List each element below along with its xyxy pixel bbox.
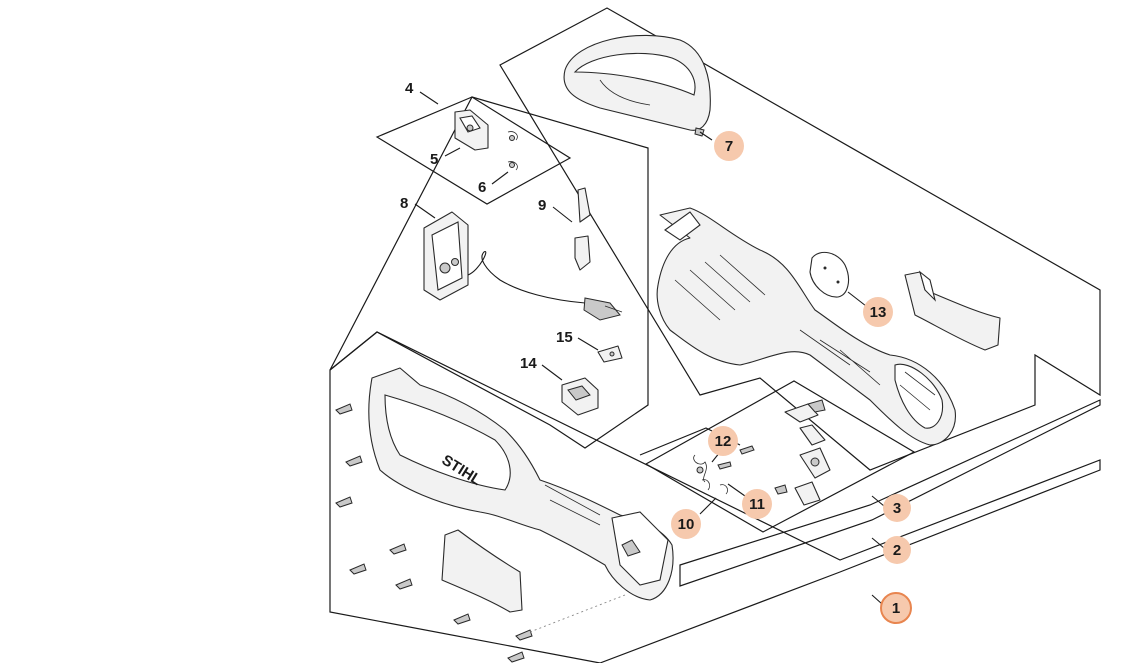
lower-housing-part-1: STIHL: [368, 367, 674, 601]
label-15: 15: [556, 329, 573, 346]
frame-assembly-2b: [679, 399, 1101, 587]
badge-3: 3: [883, 494, 911, 522]
screws: [335, 403, 626, 663]
cover-part-7: [563, 34, 711, 137]
badge-2-text: 2: [893, 542, 901, 559]
badge-13: 13: [863, 297, 893, 327]
frame-assembly-3: [499, 7, 1101, 471]
badge-1-text: 1: [892, 600, 900, 617]
lever-parts: [774, 399, 831, 506]
housing-part-13: [656, 207, 956, 446]
badge-3-text: 3: [893, 500, 901, 517]
electronics-part-8: [423, 211, 623, 321]
switch-part-14: [561, 377, 599, 416]
badge-11: 11: [742, 489, 772, 519]
frame-left-column: [329, 96, 649, 449]
frame-assembly-10: [644, 380, 916, 533]
small-parts-10: [693, 445, 755, 495]
badge-10-text: 10: [678, 516, 695, 533]
label-14: 14: [520, 355, 537, 372]
spring-part-9: [574, 187, 591, 271]
disc-part: [809, 251, 850, 298]
label-6: 6: [478, 179, 486, 196]
clip-part-15: [597, 345, 623, 363]
grip-sleeve: [441, 529, 523, 613]
handle-strip: [904, 270, 1001, 351]
badge-2: 2: [883, 536, 911, 564]
frame-assembly-1: [329, 331, 1101, 663]
badge-12-text: 12: [715, 433, 732, 450]
badge-7: 7: [714, 131, 744, 161]
badge-12: 12: [708, 426, 738, 456]
label-8: 8: [400, 195, 408, 212]
frame-assembly-4: [375, 96, 572, 205]
switch-parts-4: [454, 109, 518, 171]
badge-11-text: 11: [749, 496, 765, 513]
badge-10: 10: [671, 509, 701, 539]
leader-lines: [414, 91, 885, 605]
badge-13-text: 13: [870, 304, 887, 321]
badge-7-text: 7: [725, 138, 733, 155]
label-9: 9: [538, 197, 546, 214]
label-5: 5: [430, 151, 438, 168]
badge-1: 1: [880, 592, 912, 624]
label-4: 4: [405, 80, 414, 97]
